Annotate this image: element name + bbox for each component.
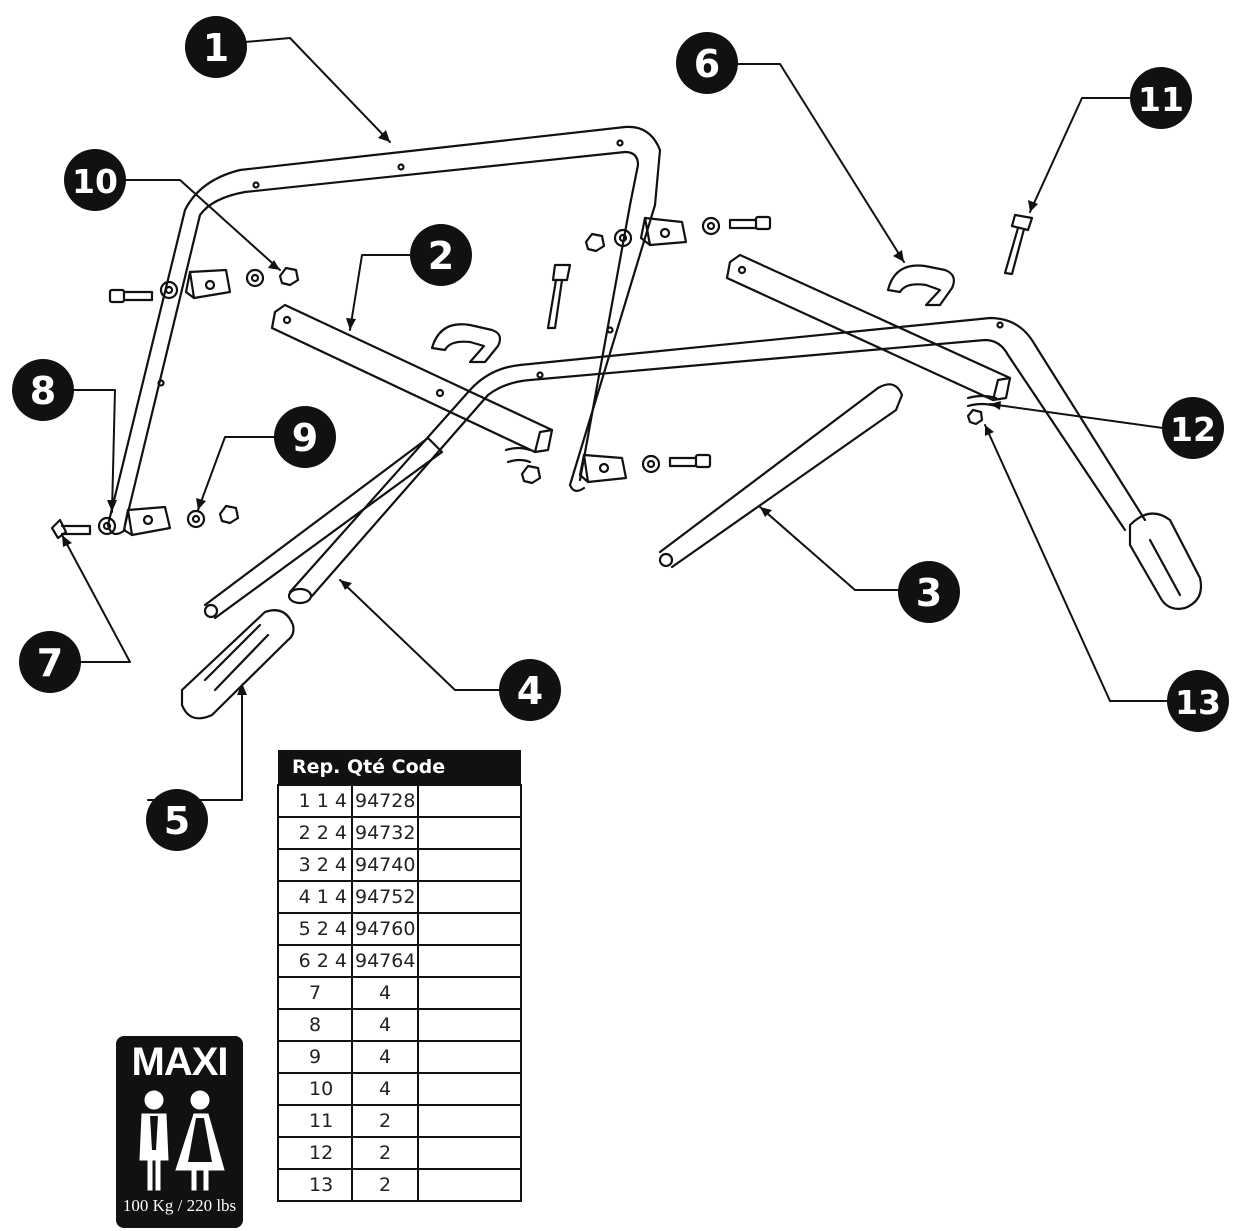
callout-2-label: 2 xyxy=(428,234,454,278)
callout-4-label: 4 xyxy=(517,669,543,713)
part-ref-cell: 1 1 4 xyxy=(277,784,353,818)
part-notes-cell xyxy=(416,1072,523,1106)
callout-markers: 1 2 3 4 5 6 7 8 9 10 11 12 13 xyxy=(12,16,1229,851)
part-code-cell: 94728 xyxy=(351,784,419,818)
part-ref-cell: 6 2 4 xyxy=(277,944,353,978)
part-u-brackets xyxy=(430,264,955,364)
part-notes-cell xyxy=(416,1040,523,1074)
part-code-cell: 94764 xyxy=(351,944,419,978)
part-ref-cell: 2 2 4 xyxy=(277,816,353,850)
part-qty-cell: 2 xyxy=(351,1136,419,1170)
fasteners xyxy=(50,213,1034,540)
part-ref-cell: 13 xyxy=(277,1168,353,1202)
part-notes-cell xyxy=(416,848,523,882)
part-notes-cell xyxy=(416,1104,523,1138)
callout-11: 11 xyxy=(1130,67,1192,129)
part-notes-cell xyxy=(416,1168,523,1202)
callout-11-label: 11 xyxy=(1138,80,1184,119)
parts-table-header-row: Rep. Qté Code xyxy=(278,750,522,785)
part-qty-cell: 4 xyxy=(351,1040,419,1074)
callout-8-label: 8 xyxy=(30,369,56,413)
callout-13-label: 13 xyxy=(1175,683,1221,722)
part-notes-cell xyxy=(416,1136,523,1170)
callout-1: 1 xyxy=(185,16,247,78)
parts-table-header: Rep. Qté Code xyxy=(278,750,522,785)
callout-2: 2 xyxy=(410,224,472,286)
part-rear-frame xyxy=(106,125,662,536)
part-notes-cell xyxy=(416,1008,523,1042)
part-code-cell: 94752 xyxy=(351,880,419,914)
part-code-cell: 94740 xyxy=(351,848,419,882)
callout-10: 10 xyxy=(64,149,126,211)
part-notes-cell xyxy=(416,912,523,946)
leader-arrowheads xyxy=(62,130,1038,695)
callout-13: 13 xyxy=(1167,670,1229,732)
callout-7-label: 7 xyxy=(37,641,63,685)
callout-12-label: 12 xyxy=(1170,410,1216,449)
part-qty-cell: 2 xyxy=(351,1168,419,1202)
part-qty-cell: 2 xyxy=(351,1104,419,1138)
part-grips xyxy=(180,512,1203,720)
callout-8: 8 xyxy=(12,359,74,421)
max-load-badge: MAXI 100 Kg / 220 lbs xyxy=(116,1036,243,1228)
part-notes-cell xyxy=(416,784,523,818)
part-notes-cell xyxy=(416,944,523,978)
callout-5: 5 xyxy=(146,789,208,851)
adult-figures-icon xyxy=(139,1090,225,1191)
part-ref-cell: 5 2 4 xyxy=(277,912,353,946)
part-notes-cell xyxy=(416,880,523,914)
part-cross-bars xyxy=(270,253,1012,454)
part-qty-cell: 4 xyxy=(351,976,419,1010)
callout-7: 7 xyxy=(19,631,81,693)
part-front-handle xyxy=(287,316,1147,605)
callout-9: 9 xyxy=(274,406,336,468)
part-ref-cell: 3 2 4 xyxy=(277,848,353,882)
frame-clamps xyxy=(122,216,688,537)
badge-capacity: 100 Kg / 220 lbs xyxy=(122,1196,237,1215)
callout-12: 12 xyxy=(1162,397,1224,459)
part-code-cell: 94732 xyxy=(351,816,419,850)
part-ref-cell: 4 1 4 xyxy=(277,880,353,914)
callout-10-label: 10 xyxy=(72,162,118,201)
part-notes-cell xyxy=(416,976,523,1010)
part-ref-cell: 9 xyxy=(277,1040,353,1074)
part-push-bars xyxy=(203,383,904,620)
part-qty-cell: 4 xyxy=(351,1008,419,1042)
part-ref-cell: 11 xyxy=(277,1104,353,1138)
part-code-cell: 94760 xyxy=(351,912,419,946)
part-ref-cell: 10 xyxy=(277,1072,353,1106)
badge-title: MAXI xyxy=(131,1040,229,1084)
callout-3: 3 xyxy=(898,561,960,623)
part-ref-cell: 12 xyxy=(277,1136,353,1170)
callout-9-label: 9 xyxy=(292,416,318,460)
part-ref-cell: 8 xyxy=(277,1008,353,1042)
callout-5-label: 5 xyxy=(164,799,190,843)
callout-4: 4 xyxy=(499,659,561,721)
part-notes-cell xyxy=(416,816,523,850)
part-ref-cell: 7 xyxy=(277,976,353,1010)
callout-3-label: 3 xyxy=(916,571,942,615)
callout-6-label: 6 xyxy=(694,42,720,86)
callout-1-label: 1 xyxy=(203,26,229,70)
part-qty-cell: 4 xyxy=(351,1072,419,1106)
callout-6: 6 xyxy=(676,32,738,94)
